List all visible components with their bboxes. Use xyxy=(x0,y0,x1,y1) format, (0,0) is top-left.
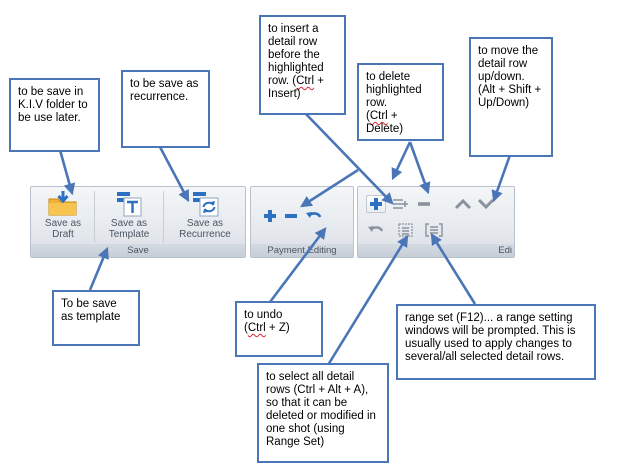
recurrence-cycle-icon xyxy=(166,189,244,219)
callout-move-row-text: to move the detail row up/down. (Alt + S… xyxy=(478,45,542,109)
separator xyxy=(94,191,95,243)
save-as-draft-label: Save as Draft xyxy=(44,218,82,240)
callout-recurrence: to be save as recurrence. xyxy=(121,70,210,148)
payment-editing-group: Payment Editing xyxy=(250,186,354,258)
select-all-icon xyxy=(398,223,413,237)
callout-insert-row: to insert a detail row before the highli… xyxy=(259,15,346,115)
callout-undo: to undo (Ctrl + Z) xyxy=(235,301,323,357)
range-set-button[interactable] xyxy=(424,221,444,239)
callout-delete-row: to delete highlighted row. (Ctrl + Delet… xyxy=(357,63,444,141)
callout-delete-row-text: to delete highlighted row. (Ctrl + Delet… xyxy=(366,71,422,135)
save-as-template-label: Save as Template xyxy=(108,218,150,240)
payment-editing-label: Payment Editing xyxy=(251,244,353,257)
delete-row-button[interactable] xyxy=(414,195,434,213)
folder-download-icon xyxy=(33,189,93,219)
save-as-recurrence-label: Save as Recurrence xyxy=(179,218,231,240)
save-as-template-button[interactable]: Save as Template xyxy=(97,189,161,245)
undo-arrow-icon xyxy=(368,226,384,232)
save-group-label: Save xyxy=(31,244,245,257)
callout-undo-text: to undo (Ctrl + Z) xyxy=(244,309,290,334)
undo-row-button[interactable] xyxy=(366,221,386,239)
edit-group-label: Edi xyxy=(358,244,514,257)
select-all-button[interactable] xyxy=(396,221,416,239)
callout-kiv-text: to be save in K.I.V folder to be use lat… xyxy=(18,86,88,124)
callout-range-set-text: range set (F12)... a range setting windo… xyxy=(405,312,576,363)
arrow-delete-row-insert xyxy=(391,141,412,181)
chevron-down-icon xyxy=(477,198,495,210)
callout-select-all-text: to select all detail rows (Ctrl + Alt + … xyxy=(266,371,376,448)
save-as-draft-button[interactable]: Save as Draft xyxy=(33,189,93,245)
callout-move-row: to move the detail row up/down. (Alt + S… xyxy=(469,37,553,157)
remove-payment-button[interactable] xyxy=(281,207,301,225)
minus-icon xyxy=(418,202,430,206)
callout-template-text: To be save as template xyxy=(61,298,121,323)
separator xyxy=(163,191,164,243)
callout-kiv: to be save in K.I.V folder to be use lat… xyxy=(9,78,100,152)
save-as-recurrence-button[interactable]: Save as Recurrence xyxy=(166,189,244,245)
callout-select-all: to select all detail rows (Ctrl + Alt + … xyxy=(257,363,389,463)
minus-icon xyxy=(285,214,297,218)
chevron-up-icon xyxy=(454,198,472,210)
arrow-delete-row xyxy=(408,141,431,195)
edit-group: Edi xyxy=(357,186,515,258)
insert-row-icon xyxy=(393,199,408,209)
add-payment-button[interactable] xyxy=(260,207,280,225)
save-group: Save as Draft Save as Template Save xyxy=(30,186,246,258)
plus-icon xyxy=(370,198,382,210)
insert-row-button[interactable] xyxy=(390,195,410,213)
callout-insert-row-text: to insert a detail row before the highli… xyxy=(268,23,324,100)
callout-recurrence-text: to be save as recurrence. xyxy=(130,78,199,103)
range-set-icon xyxy=(425,223,443,237)
callout-range-set: range set (F12)... a range setting windo… xyxy=(396,304,596,380)
undo-payment-button[interactable] xyxy=(304,207,324,225)
move-row-down-button[interactable] xyxy=(476,195,496,213)
callout-template: To be save as template xyxy=(52,290,140,346)
template-T-icon xyxy=(97,189,161,219)
undo-arrow-icon xyxy=(306,212,322,218)
plus-icon xyxy=(264,210,276,222)
add-row-button[interactable] xyxy=(366,195,386,213)
move-row-up-button[interactable] xyxy=(453,195,473,213)
